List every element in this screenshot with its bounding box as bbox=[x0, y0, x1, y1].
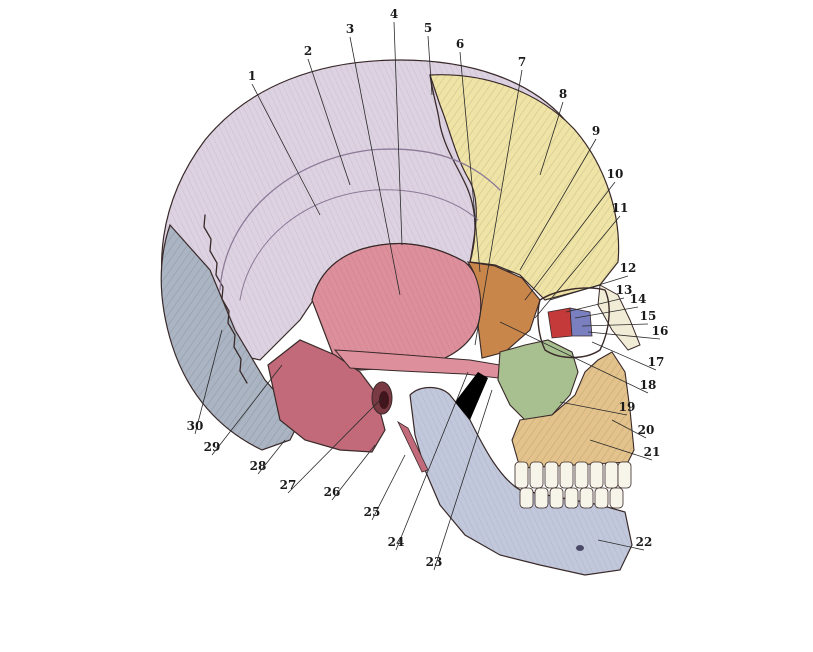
callout-label-1: 1 bbox=[248, 69, 256, 83]
leader-line-20 bbox=[611, 419, 647, 439]
lower-tooth bbox=[609, 487, 624, 509]
leader-line-11 bbox=[534, 215, 621, 319]
callout-label-23: 23 bbox=[426, 555, 443, 569]
orbit-rim bbox=[537, 287, 610, 359]
lower-tooth bbox=[594, 487, 609, 509]
callout-label-20: 20 bbox=[638, 423, 655, 437]
leader-line-19 bbox=[559, 401, 628, 416]
leader-line-9 bbox=[519, 138, 597, 271]
mandible-hatching bbox=[410, 387, 632, 575]
lower-tooth bbox=[564, 487, 579, 509]
callout-label-17: 17 bbox=[648, 355, 665, 369]
callout-label-28: 28 bbox=[250, 459, 267, 473]
callout-layer: 1234567891011121314151617181920212223242… bbox=[187, 7, 669, 571]
callout-label-24: 24 bbox=[388, 535, 405, 549]
upper-tooth bbox=[559, 461, 574, 489]
callout-label-12: 12 bbox=[620, 261, 637, 275]
callout-label-16: 16 bbox=[652, 324, 669, 338]
squamous-suture bbox=[311, 243, 466, 301]
leader-line-23 bbox=[433, 389, 493, 571]
upper-tooth bbox=[604, 461, 619, 489]
leader-line-24 bbox=[395, 371, 469, 551]
sutures bbox=[203, 74, 476, 384]
leader-line-18 bbox=[499, 321, 649, 394]
callout-label-8: 8 bbox=[559, 87, 567, 101]
meatus-inner bbox=[379, 391, 389, 409]
leader-line-29 bbox=[211, 364, 283, 456]
leader-line-1 bbox=[251, 83, 321, 216]
lacrimal-bone bbox=[547, 307, 573, 339]
leader-line-26 bbox=[331, 444, 376, 501]
lower-tooth bbox=[549, 487, 564, 509]
leader-line-2 bbox=[307, 58, 351, 186]
leader-line-4 bbox=[393, 21, 403, 246]
upper-tooth bbox=[529, 461, 544, 489]
callout-label-14: 14 bbox=[630, 292, 647, 306]
leader-line-22 bbox=[597, 539, 645, 551]
upper-tooth bbox=[544, 461, 559, 489]
callout-label-26: 26 bbox=[324, 485, 341, 499]
callout-label-30: 30 bbox=[187, 419, 204, 433]
coronoid-process bbox=[455, 372, 488, 420]
leader-line-30 bbox=[194, 329, 223, 435]
callout-label-2: 2 bbox=[304, 44, 312, 58]
leader-line-6 bbox=[459, 51, 481, 273]
leader-line-7 bbox=[474, 69, 523, 346]
leader-line-10 bbox=[524, 181, 616, 301]
lower-teeth bbox=[519, 487, 624, 509]
leader-line-21 bbox=[589, 439, 653, 461]
lambdoid-suture bbox=[203, 214, 248, 384]
leader-line-12 bbox=[549, 275, 629, 301]
callout-label-29: 29 bbox=[204, 440, 221, 454]
leader-line-14 bbox=[574, 306, 639, 319]
leader-line-17 bbox=[591, 341, 657, 371]
ethmoid-bone bbox=[569, 307, 593, 337]
lower-tooth bbox=[579, 487, 594, 509]
occipital-hatching bbox=[161, 225, 300, 450]
skull-bones bbox=[160, 59, 641, 576]
lower-tooth bbox=[534, 487, 549, 509]
upper-tooth bbox=[574, 461, 589, 489]
callout-label-25: 25 bbox=[364, 505, 381, 519]
leader-line-3 bbox=[349, 36, 401, 296]
callout-label-7: 7 bbox=[518, 55, 526, 69]
callout-label-22: 22 bbox=[636, 535, 653, 549]
coronal-suture bbox=[429, 74, 476, 263]
callout-label-6: 6 bbox=[456, 37, 464, 51]
upper-tooth bbox=[514, 461, 529, 489]
maxilla-hatching bbox=[512, 352, 634, 468]
lower-tooth bbox=[519, 487, 534, 509]
leader-line-15 bbox=[581, 323, 649, 327]
mental-foramen bbox=[576, 545, 584, 551]
callout-label-5: 5 bbox=[424, 21, 432, 35]
callout-label-4: 4 bbox=[390, 7, 398, 21]
callout-label-10: 10 bbox=[607, 167, 624, 181]
leader-line-5 bbox=[427, 35, 433, 96]
callout-label-11: 11 bbox=[612, 201, 629, 215]
callout-label-15: 15 bbox=[640, 309, 657, 323]
leader-line-13 bbox=[565, 297, 625, 313]
upper-teeth bbox=[514, 461, 632, 489]
leader-line-25 bbox=[371, 454, 406, 521]
callout-label-21: 21 bbox=[644, 445, 661, 459]
leader-line-8 bbox=[539, 101, 564, 176]
callout-label-13: 13 bbox=[616, 283, 633, 297]
temporal-lines bbox=[219, 148, 501, 301]
leader-line-27 bbox=[287, 397, 383, 494]
upper-tooth bbox=[589, 461, 604, 489]
leader-line-16 bbox=[587, 331, 661, 340]
callout-label-9: 9 bbox=[592, 124, 600, 138]
callout-label-18: 18 bbox=[640, 378, 657, 392]
temporal-hatching bbox=[312, 243, 482, 370]
leader-line-28 bbox=[257, 439, 286, 475]
callout-label-27: 27 bbox=[280, 478, 297, 492]
callout-label-3: 3 bbox=[346, 22, 354, 36]
callout-label-19: 19 bbox=[619, 400, 636, 414]
upper-tooth bbox=[617, 461, 632, 489]
